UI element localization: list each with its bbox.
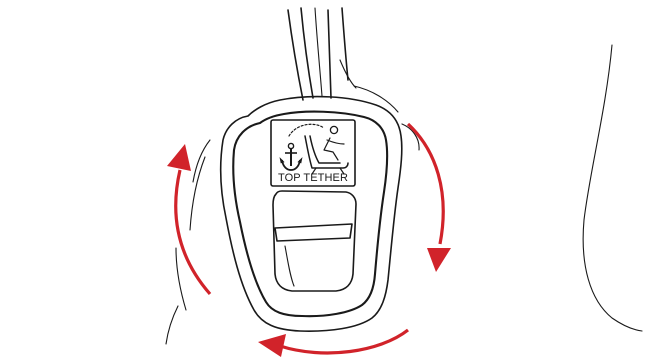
top-tether-badge: TOP TETHER	[271, 120, 355, 186]
rotation-arrow-left	[176, 170, 210, 294]
rotation-arrow-left-head	[167, 144, 191, 171]
seat-shell-outline	[166, 45, 642, 344]
rotation-arrow-bottom-head	[258, 334, 286, 357]
rotation-arrow-bottom	[280, 330, 408, 353]
tether-hook-housing	[193, 97, 419, 332]
release-button	[273, 191, 356, 291]
tether-strap	[288, 8, 356, 100]
rotation-arrow-right	[408, 124, 443, 244]
badge-label: TOP TETHER	[278, 172, 348, 184]
anchor-icon	[280, 143, 302, 170]
rotation-arrow-right-head	[427, 248, 451, 272]
